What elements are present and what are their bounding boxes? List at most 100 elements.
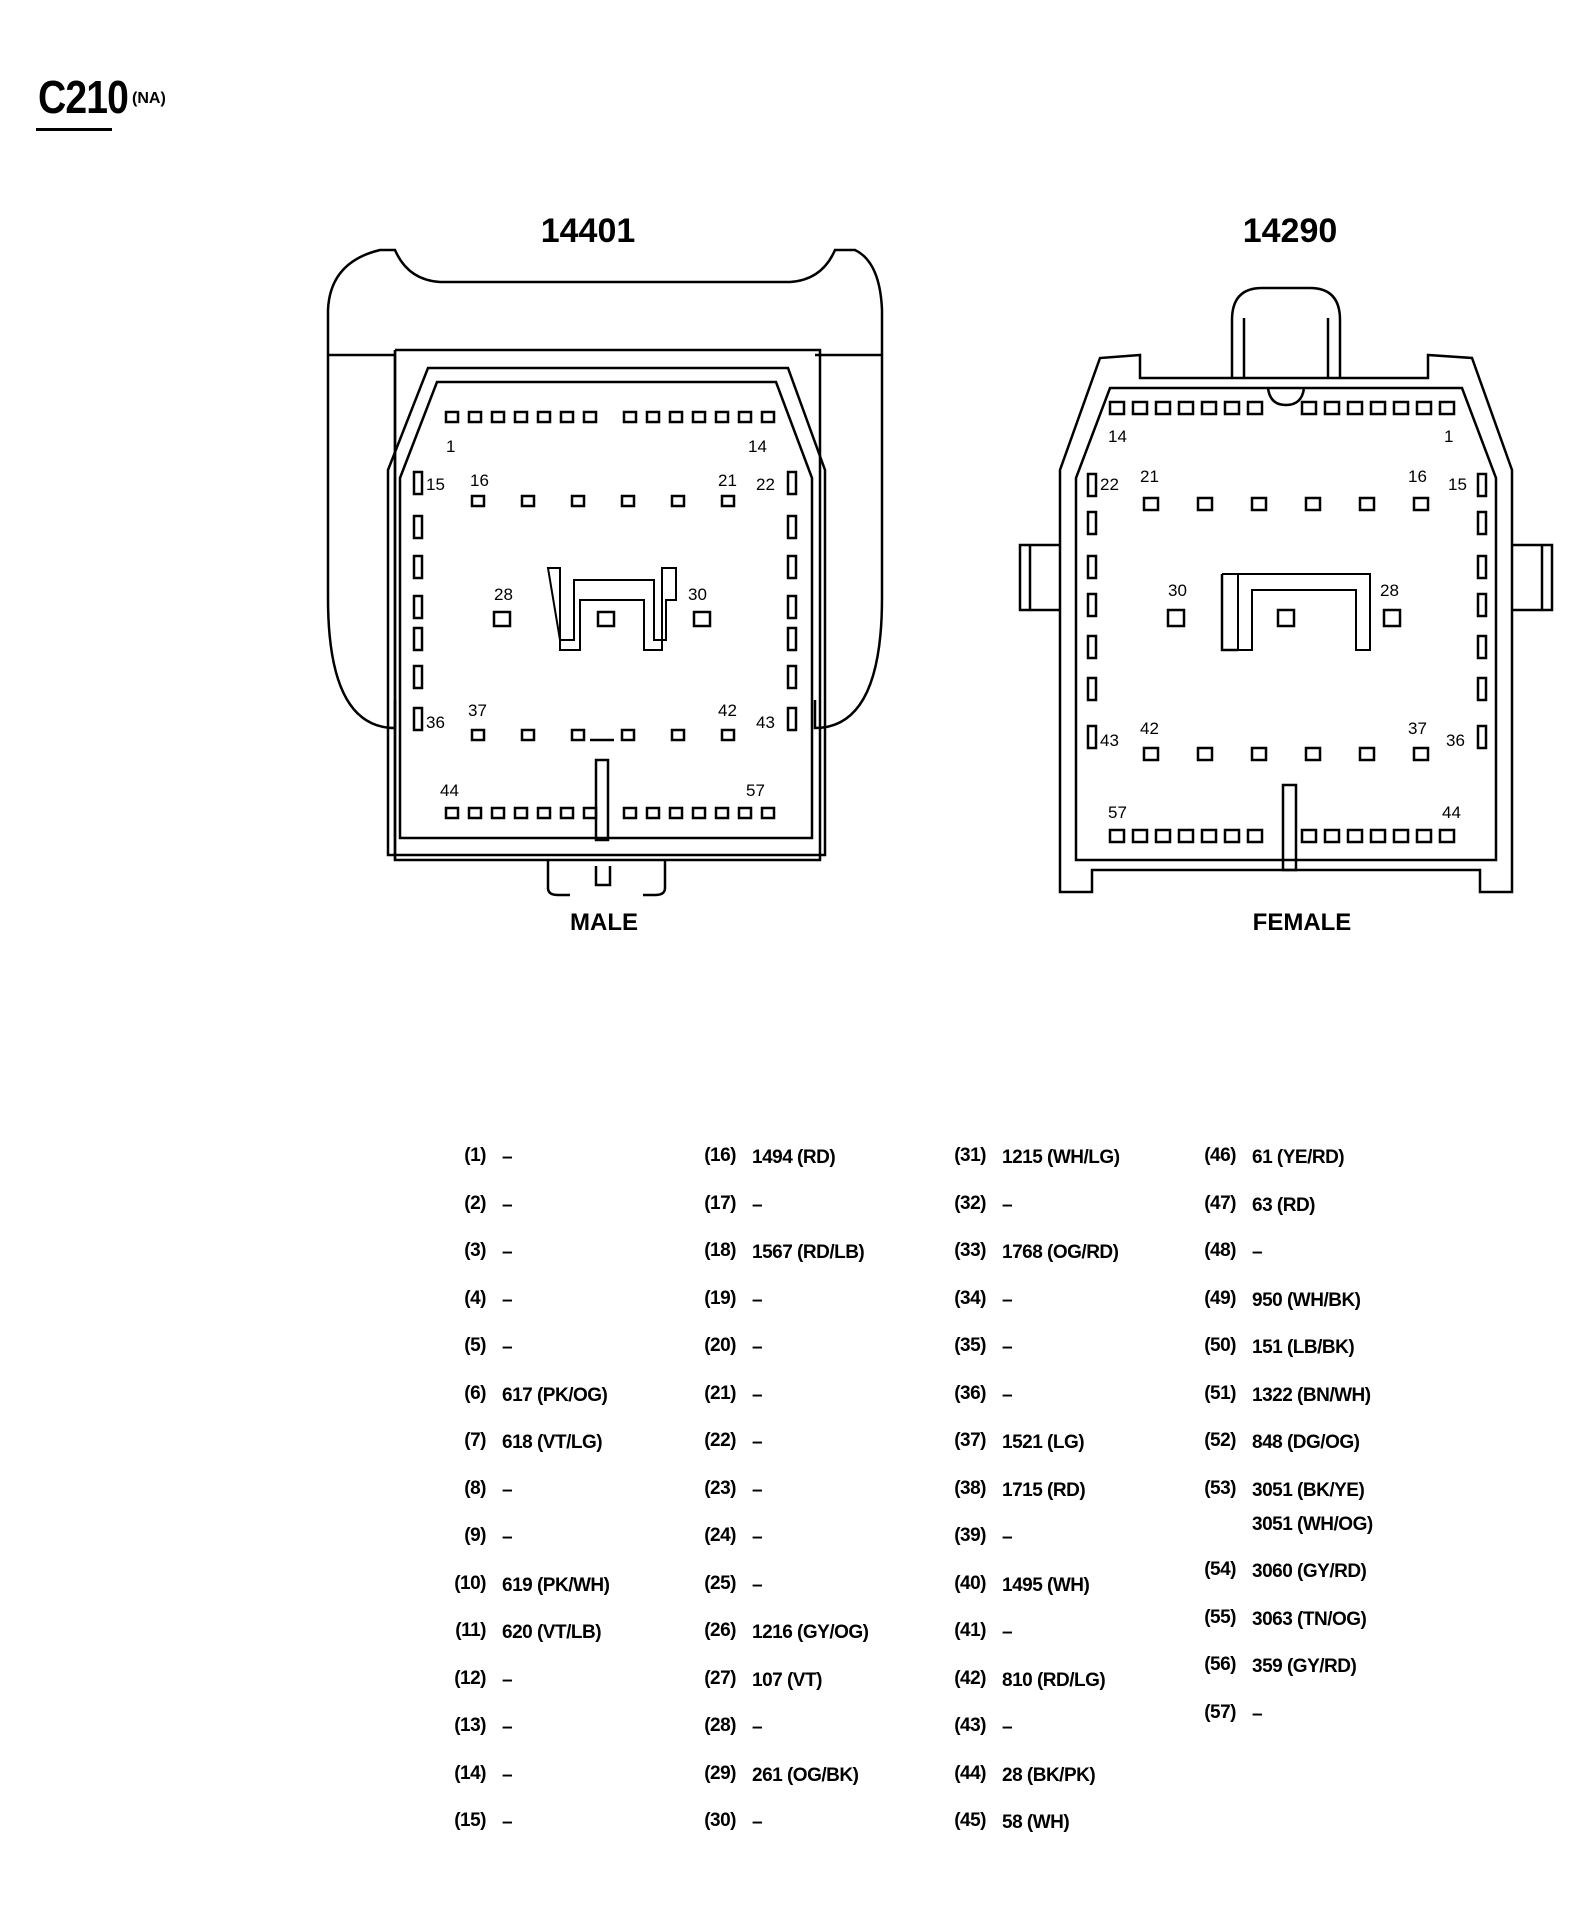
- pin-circuit: –: [1252, 1242, 1263, 1263]
- male-cavity: [786, 594, 798, 620]
- male-cavity: [786, 664, 798, 690]
- male-cavity: [620, 494, 636, 508]
- male-cavities: [412, 410, 798, 820]
- pin-number: (1): [464, 1145, 486, 1166]
- pin-number: (56): [1204, 1654, 1236, 1675]
- pin-number: (16): [704, 1145, 736, 1166]
- male-cavity: [444, 806, 460, 820]
- female-cavity-label: 1: [1444, 427, 1453, 446]
- pin-number: (22): [704, 1430, 736, 1451]
- male-cavity: [668, 410, 684, 424]
- pin-circuit: 58 (WH): [1002, 1812, 1070, 1833]
- female-cavity: [1476, 554, 1488, 580]
- female-cavities: [1086, 400, 1488, 844]
- female-cavity: [1223, 828, 1241, 844]
- female-cavity: [1086, 554, 1098, 580]
- female-cavity: [1358, 496, 1376, 512]
- male-cavity-label: 42: [718, 701, 737, 720]
- male-cavity: [620, 728, 636, 742]
- male-cavity: [520, 494, 536, 508]
- female-cavity: [1304, 496, 1322, 512]
- pin-circuit: 3060 (GY/RD): [1252, 1561, 1367, 1582]
- female-cavity: [1300, 828, 1318, 844]
- pin-number: (43): [954, 1715, 986, 1736]
- pin-circuit: –: [752, 1432, 763, 1453]
- male-cavity-label: 21: [718, 471, 737, 490]
- pin-number: (10): [454, 1572, 486, 1594]
- male-cavity: [596, 610, 616, 628]
- pin-circuit: –: [502, 1812, 513, 1833]
- pin-number: (37): [954, 1430, 986, 1451]
- pin-circuit: 848 (DG/OG): [1252, 1432, 1360, 1453]
- female-cavity: [1412, 746, 1430, 762]
- male-cavity-label: 28: [494, 585, 513, 604]
- female-cavity: [1142, 746, 1160, 762]
- pin-circuit: 261 (OG/BK): [752, 1764, 859, 1786]
- female-cavity: [1300, 400, 1318, 416]
- female-cavity: [1200, 828, 1218, 844]
- pin-number: (42): [954, 1667, 986, 1689]
- pin-circuit: –: [752, 1527, 763, 1548]
- male-cavity-label: 57: [746, 781, 765, 800]
- male-cavity: [444, 410, 460, 424]
- female-cavity: [1276, 608, 1296, 628]
- pin-number: (40): [954, 1572, 986, 1594]
- female-cavity: [1476, 592, 1488, 618]
- female-cavity: [1250, 496, 1268, 512]
- female-label: FEMALE: [1253, 909, 1352, 936]
- pinout-table: (1)–(2)–(3)–(4)–(5)–(6)617 (PK/OG)(7)618…: [440, 1145, 1440, 1865]
- pin-circuit: 1494 (RD): [752, 1147, 836, 1168]
- male-cavity: [645, 806, 661, 820]
- pin-circuit: 1521 (LG): [1002, 1432, 1085, 1453]
- female-cavity-label: 15: [1448, 475, 1467, 494]
- female-cavity: [1131, 400, 1149, 416]
- pin-number: (7): [464, 1430, 486, 1451]
- male-cavity: [412, 664, 424, 690]
- female-cavity: [1177, 400, 1195, 416]
- pin-number: (54): [1204, 1559, 1236, 1580]
- pin-circuit: –: [1002, 1289, 1013, 1311]
- pin-circuit: 1715 (RD): [1002, 1479, 1086, 1501]
- pin-circuit: –: [752, 1574, 763, 1596]
- pin-number: (51): [1204, 1382, 1236, 1404]
- female-cavity: [1086, 510, 1098, 536]
- connector-subtitle: (NA): [132, 90, 166, 107]
- female-cavity: [1415, 400, 1433, 416]
- male-cavity-label: 30: [688, 585, 707, 604]
- male-cavity-label: 22: [756, 475, 775, 494]
- pin-circuit: –: [752, 1812, 763, 1833]
- pin-number: (34): [954, 1287, 986, 1309]
- pin-circuit: –: [752, 1717, 763, 1738]
- male-cavity: [670, 494, 686, 508]
- male-cavity-label: 44: [440, 781, 459, 800]
- pin-circuit: –: [752, 1194, 763, 1216]
- pin-number: (2): [464, 1192, 486, 1214]
- male-cavity: [786, 626, 798, 652]
- pin-number: (41): [954, 1620, 986, 1641]
- pin-circuit: –: [502, 1479, 513, 1501]
- pin-circuit: –: [1002, 1527, 1013, 1548]
- connector-title: C210: [38, 71, 129, 123]
- pin-number: (4): [464, 1287, 486, 1309]
- female-cavity: [1086, 472, 1098, 498]
- male-cavity-label: 1: [446, 437, 455, 456]
- pin-number: (45): [954, 1810, 986, 1831]
- male-cavity-label: 15: [426, 475, 445, 494]
- female-cavity: [1086, 634, 1098, 660]
- female-cavity-label: 14: [1108, 427, 1127, 446]
- pin-circuit: 1322 (BN/WH): [1252, 1384, 1371, 1406]
- pin-number: (39): [954, 1525, 986, 1546]
- male-cavity: [786, 554, 798, 580]
- male-cavity: [570, 494, 586, 508]
- male-part-number: 14401: [541, 212, 636, 250]
- pin-number: (12): [454, 1667, 486, 1689]
- female-cavity: [1166, 608, 1186, 628]
- female-cavity-label: 57: [1108, 803, 1127, 822]
- pin-number: (55): [1204, 1606, 1236, 1628]
- male-cavity: [691, 410, 707, 424]
- pin-circuit: –: [502, 1337, 513, 1358]
- female-cavity-label: 36: [1446, 731, 1465, 750]
- male-cavity: [467, 806, 483, 820]
- female-cavity-label: 37: [1408, 719, 1427, 738]
- female-cavity-label: 28: [1380, 581, 1399, 600]
